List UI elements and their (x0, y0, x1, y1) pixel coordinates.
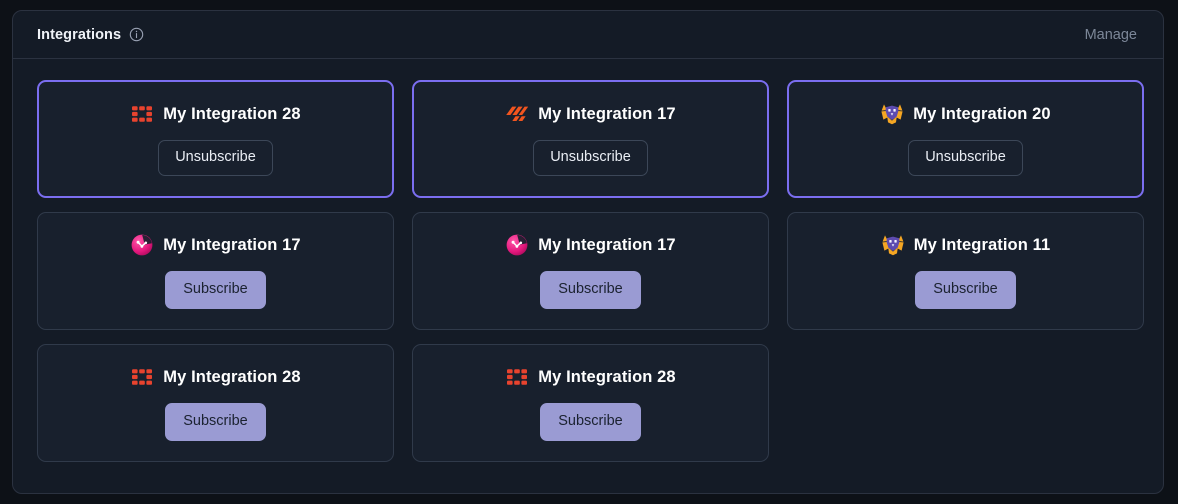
integration-name: My Integration 11 (914, 236, 1050, 255)
integration-name: My Integration 28 (163, 368, 300, 387)
integration-card[interactable]: My Integration 17 Subscribe (37, 212, 394, 330)
grid-squares-icon (505, 365, 529, 389)
integration-card[interactable]: My Integration 11 Subscribe (787, 212, 1144, 330)
page-title: Integrations (37, 27, 121, 43)
integration-card-grid: My Integration 28 Unsubscribe My Integrat… (37, 80, 1137, 462)
integration-name: My Integration 20 (913, 105, 1050, 124)
integration-name: My Integration 17 (163, 236, 300, 255)
integration-card[interactable]: My Integration 17 Unsubscribe (412, 80, 769, 198)
grid-squares-icon (130, 102, 154, 126)
integration-name: My Integration 28 (538, 368, 675, 387)
integration-card-head: My Integration 20 (880, 102, 1050, 126)
subscribe-button[interactable]: Subscribe (915, 271, 1015, 309)
unsubscribe-button[interactable]: Unsubscribe (533, 140, 648, 176)
manage-link[interactable]: Manage (1085, 27, 1137, 43)
integration-card-head: My Integration 11 (881, 233, 1050, 257)
integration-card[interactable]: My Integration 28 Subscribe (412, 344, 769, 462)
panel-header: Integrations Manage (13, 11, 1163, 59)
integration-card-head: My Integration 17 (505, 233, 675, 257)
subscribe-button[interactable]: Subscribe (540, 403, 640, 441)
panel-title-group: Integrations (37, 27, 144, 43)
integration-card[interactable]: My Integration 28 Unsubscribe (37, 80, 394, 198)
integrations-panel: Integrations Manage My Integra (12, 10, 1164, 494)
integration-card[interactable]: My Integration 20 Unsubscribe (787, 80, 1144, 198)
panel-body: My Integration 28 Unsubscribe My Integrat… (13, 59, 1163, 494)
unsubscribe-button[interactable]: Unsubscribe (158, 140, 273, 176)
pink-dog-icon (505, 233, 529, 257)
subscribe-button[interactable]: Subscribe (165, 271, 265, 309)
fox-tanuki-icon (881, 233, 905, 257)
integration-name: My Integration 28 (163, 105, 300, 124)
integration-name: My Integration 17 (538, 105, 675, 124)
unsubscribe-button[interactable]: Unsubscribe (908, 140, 1023, 176)
slanted-bars-icon (505, 102, 529, 126)
integration-card-head: My Integration 28 (130, 365, 300, 389)
integration-card-head: My Integration 28 (130, 102, 300, 126)
integration-card[interactable]: My Integration 17 Subscribe (412, 212, 769, 330)
integration-name: My Integration 17 (538, 236, 675, 255)
subscribe-button[interactable]: Subscribe (540, 271, 640, 309)
subscribe-button[interactable]: Subscribe (165, 403, 265, 441)
pink-dog-icon (130, 233, 154, 257)
fox-tanuki-icon (880, 102, 904, 126)
integration-card-head: My Integration 17 (130, 233, 300, 257)
info-circle-icon[interactable] (129, 27, 144, 42)
integration-card-head: My Integration 28 (505, 365, 675, 389)
integration-card[interactable]: My Integration 28 Subscribe (37, 344, 394, 462)
integration-card-head: My Integration 17 (505, 102, 675, 126)
grid-squares-icon (130, 365, 154, 389)
